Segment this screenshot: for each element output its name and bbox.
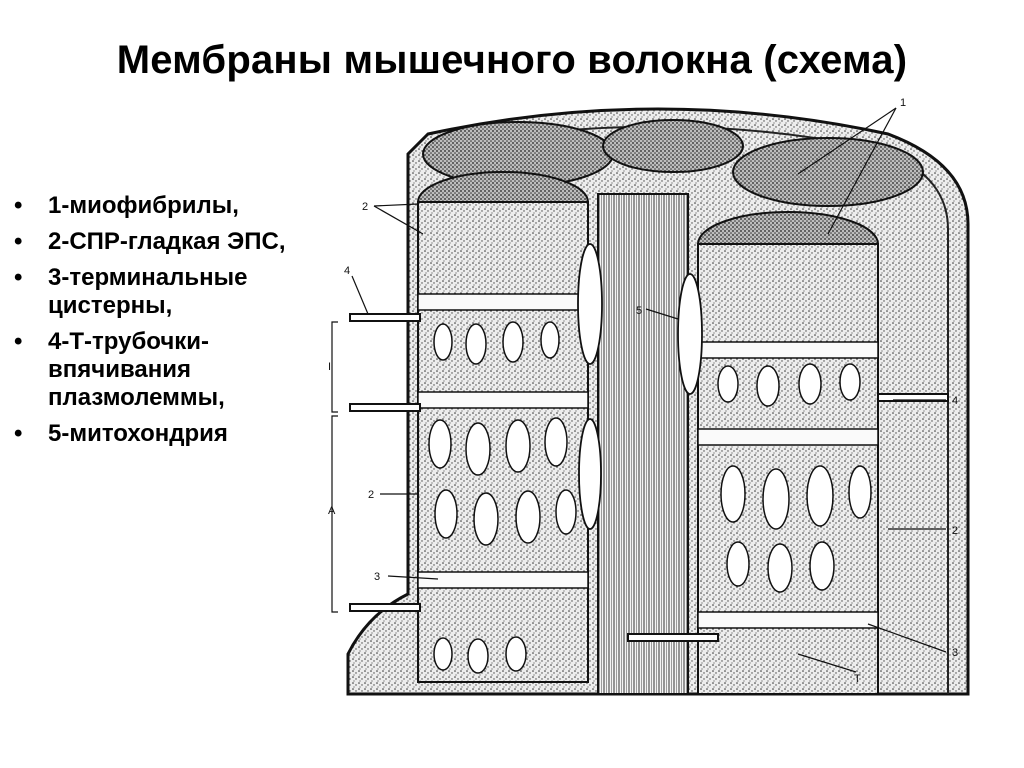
bullet: • — [14, 192, 23, 219]
slide-title: Мембраны мышечного волокна (схема) — [116, 38, 908, 82]
myofibril-striated — [597, 193, 689, 695]
legend-item-spr: • 2-СПР-гладкая ЭПС, — [14, 228, 324, 256]
bullet: • — [14, 228, 23, 255]
terminal-cistern — [417, 391, 589, 409]
legend-item-mitochondrion: • 5-митохондрия — [14, 420, 324, 448]
band-brackets — [331, 321, 338, 613]
terminal-cistern — [417, 293, 589, 311]
label-t: T — [854, 673, 861, 685]
myofibril-cap — [602, 119, 744, 173]
myofibril-cap — [732, 137, 924, 207]
label-2: 2 — [362, 201, 368, 213]
label-1: 1 — [900, 97, 906, 109]
label-5: 5 — [636, 305, 642, 317]
legend-text: 4-Т-трубочки-впячивания плазмолеммы, — [48, 328, 225, 411]
sr-network-left — [428, 321, 577, 674]
legend-item-myofibrils: • 1-миофибрилы, — [14, 192, 324, 220]
label-4: 4 — [952, 395, 958, 407]
legend-text: 1-миофибрилы, — [48, 192, 239, 219]
legend-item-terminal-cisterns: • 3-терминальные цистерны, — [14, 264, 324, 320]
mitochondrion — [677, 273, 703, 395]
label-band-a: A — [328, 505, 336, 517]
legend-text: 5-митохондрия — [48, 420, 228, 447]
t-tubules — [349, 313, 949, 642]
legend-list: • 1-миофибрилы, • 2-СПР-гладкая ЭПС, • 3-те… — [14, 192, 324, 456]
diagram-svg: 1 2 4 I 2 A 3 5 4 2 3 T — [328, 97, 970, 696]
terminal-cistern — [417, 571, 589, 589]
leader-lines — [351, 107, 947, 673]
label-band-i: I — [328, 361, 331, 373]
terminal-cistern — [697, 341, 879, 359]
label-2: 2 — [368, 489, 374, 501]
legend-text: 3-терминальные цистерны, — [48, 264, 248, 319]
label-4: 4 — [344, 265, 350, 277]
label-3: 3 — [952, 647, 958, 659]
sr-network-right — [717, 363, 872, 593]
mitochondrion — [577, 243, 603, 365]
label-3: 3 — [374, 571, 380, 583]
bullet: • — [14, 264, 23, 291]
label-2: 2 — [952, 525, 958, 537]
legend-text: 2-СПР-гладкая ЭПС, — [48, 228, 286, 255]
bullet: • — [14, 420, 23, 447]
mitochondrion — [578, 418, 602, 530]
terminal-cistern — [697, 428, 879, 446]
terminal-cistern — [697, 611, 879, 629]
muscle-fiber-diagram: 1 2 4 I 2 A 3 5 4 2 3 T — [328, 94, 992, 712]
bullet: • — [14, 328, 23, 355]
legend-item-t-tubules: • 4-Т-трубочки-впячивания плазмолеммы, — [14, 328, 324, 412]
